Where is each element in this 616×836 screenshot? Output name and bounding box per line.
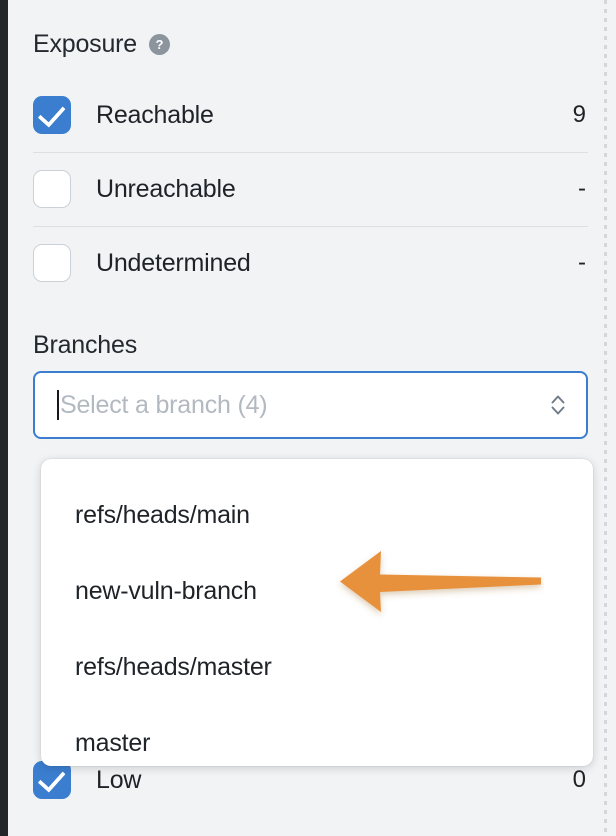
checkbox-undetermined[interactable] — [33, 244, 71, 282]
branch-select-input[interactable]: Select a branch (4) — [33, 371, 588, 439]
filters-panel: Exposure ? Reachable 9 Unreachable - Und… — [8, 0, 604, 836]
branch-option-new-vuln-branch[interactable]: new-vuln-branch — [75, 576, 257, 605]
exposure-row-unreachable[interactable]: Unreachable - — [33, 152, 588, 226]
checkbox-low[interactable] — [33, 761, 71, 799]
help-circle-icon[interactable]: ? — [149, 34, 171, 55]
app-rail — [0, 0, 8, 836]
checkbox-reachable[interactable] — [33, 96, 71, 134]
severity-count-low: 0 — [572, 766, 586, 793]
severity-label-low: Low — [96, 765, 142, 794]
branch-option-refs-heads-main[interactable]: refs/heads/main — [75, 500, 250, 529]
exposure-label-unreachable: Unreachable — [96, 174, 236, 203]
exposure-section-header: Exposure ? — [33, 30, 171, 58]
branch-select-placeholder: Select a branch (4) — [60, 390, 268, 419]
exposure-row-undetermined[interactable]: Undetermined - — [33, 226, 588, 300]
branch-option-refs-heads-master[interactable]: refs/heads/master — [75, 652, 272, 681]
exposure-count-unreachable: - — [578, 175, 586, 202]
checkbox-unreachable[interactable] — [33, 170, 71, 208]
exposure-filter-list: Reachable 9 Unreachable - Undetermined - — [33, 78, 588, 300]
branch-dropdown-menu: refs/heads/main new-vuln-branch refs/hea… — [41, 459, 593, 766]
exposure-label-reachable: Reachable — [96, 100, 214, 129]
text-caret — [57, 390, 59, 420]
exposure-count-reachable: 9 — [572, 101, 586, 128]
branches-section-header: Branches — [33, 333, 137, 358]
exposure-title: Exposure — [33, 30, 138, 58]
exposure-label-undetermined: Undetermined — [96, 248, 251, 277]
exposure-count-undetermined: - — [578, 249, 586, 276]
severity-row-low[interactable]: Low 0 — [33, 752, 588, 808]
branches-title: Branches — [33, 331, 138, 359]
branch-option-master[interactable]: master — [75, 728, 151, 757]
chevron-up-down-icon[interactable] — [548, 390, 568, 420]
dotted-divider — [604, 0, 607, 836]
exposure-row-reachable[interactable]: Reachable 9 — [33, 78, 588, 152]
